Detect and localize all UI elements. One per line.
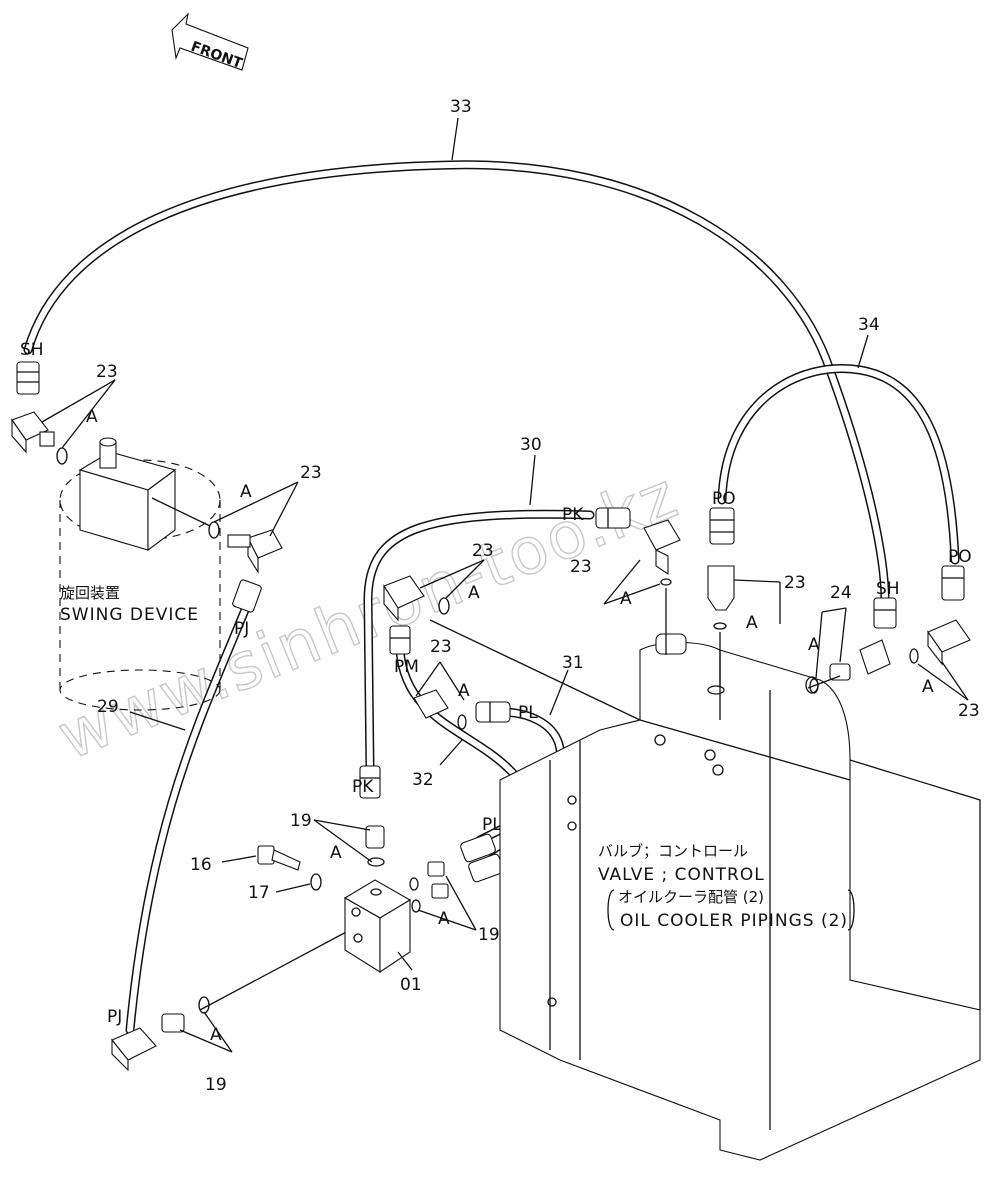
hose-29-label: 29 xyxy=(97,697,119,717)
hose-33-label: 33 xyxy=(450,97,472,117)
fitting-19-top: 19 A xyxy=(290,811,385,867)
port-sh-left: SH xyxy=(20,340,44,360)
part-23-label-a: 23 xyxy=(96,362,118,382)
swing-device-en: SWING DEVICE xyxy=(60,605,199,625)
detail-a-1: A xyxy=(86,407,98,427)
part-17-label: 17 xyxy=(248,883,270,903)
pj-fitting-top: PJ xyxy=(232,579,262,639)
control-valve-jp: バルブ；コントロール xyxy=(598,842,748,860)
detail-a-7: A xyxy=(746,613,758,633)
port-po-right: PO xyxy=(948,547,972,567)
part-24-label: 24 xyxy=(830,583,852,603)
elbow-fitting-23-a: 23 A xyxy=(11,362,118,465)
swing-device-jp: 旋回装置 xyxy=(60,584,120,602)
port-pk-bottom: PK xyxy=(352,777,374,797)
port-pl-lower: PL xyxy=(482,815,502,835)
part-23-label-g: 23 xyxy=(958,701,980,721)
detail-a-9: A xyxy=(458,681,470,701)
detail-a-3: A xyxy=(210,1025,222,1045)
part-23-label-f: 23 xyxy=(430,637,452,657)
connector-line xyxy=(807,675,841,689)
swing-device: 旋回装置 SWING DEVICE xyxy=(59,437,221,711)
hose-32-label: 32 xyxy=(412,770,434,790)
hose-31-label: 31 xyxy=(562,653,584,673)
port-pm-upper: PM xyxy=(394,657,419,677)
part-19-label-right: 19 xyxy=(478,925,500,945)
part-16-label: 16 xyxy=(190,855,212,875)
sh-fitting-right: SH xyxy=(859,579,900,675)
sh-fitting-left: SH xyxy=(16,340,44,395)
detail-a-11: A xyxy=(922,677,934,697)
part-19-label-top: 19 xyxy=(290,811,312,831)
junction-block-01: 01 xyxy=(343,879,422,995)
pk-fitting-top: PK 23 A xyxy=(562,505,681,655)
pl-fitting-upper: PL xyxy=(475,701,538,723)
detail-a-8: A xyxy=(468,583,480,603)
pm-fitting: PM 23 A xyxy=(389,625,470,730)
oil-cooler-jp: オイルクーラ配管 (2) xyxy=(618,888,764,906)
fitting-24: 24 A xyxy=(808,583,852,694)
elbow-fitting-23-b: 23 A xyxy=(151,463,322,574)
part-23-label-d: 23 xyxy=(784,573,806,593)
control-valve-en: VALVE ; CONTROL xyxy=(598,865,765,885)
part-19-label-bottom: 19 xyxy=(205,1075,227,1095)
fitting-19-right: A 19 xyxy=(409,861,500,945)
po-fitting-top: PO 23 A xyxy=(707,489,806,688)
pj-fitting-bottom: PJ xyxy=(107,1007,157,1072)
washer-17: 17 xyxy=(248,873,322,903)
part-23-label-c: 23 xyxy=(570,557,592,577)
port-sh-right: SH xyxy=(876,579,900,599)
hose-29: 29 xyxy=(97,605,250,1035)
detail-a-6: A xyxy=(620,589,632,609)
elbow-fitting-23-e: 23 A xyxy=(383,541,494,622)
hose-30: 30 xyxy=(363,435,595,775)
hose-33: 33 xyxy=(23,97,890,605)
part-23-label-e: 23 xyxy=(472,541,494,561)
hose-34-label: 34 xyxy=(858,315,880,335)
detail-a-4: A xyxy=(330,843,342,863)
pk-fitting-bottom: PK xyxy=(352,765,381,799)
detail-a-2: A xyxy=(240,482,252,502)
port-po-top: PO xyxy=(712,489,736,509)
bolt-16: 16 xyxy=(190,845,301,875)
port-pk-top: PK xyxy=(562,505,584,525)
front-arrow-icon: FRONT xyxy=(171,12,249,72)
hose-30-label: 30 xyxy=(520,435,542,455)
port-pj-top: PJ xyxy=(234,619,249,639)
fitting-19-bottom: A 19 xyxy=(161,929,351,1095)
port-pl-upper: PL xyxy=(518,703,538,723)
port-pj-bottom: PJ xyxy=(107,1007,122,1027)
po-fitting-right: PO 23 A xyxy=(909,547,980,721)
control-valve-label: バルブ；コントロール VALVE ; CONTROL オイルクーラ配管 (2) … xyxy=(598,842,855,931)
oil-cooler-en: OIL COOLER PIPINGS (2) xyxy=(620,911,848,931)
detail-a-5: A xyxy=(438,909,450,929)
detail-a-10: A xyxy=(808,635,820,655)
hose-34: 34 xyxy=(717,315,960,565)
part-23-label-b: 23 xyxy=(300,463,322,483)
part-01-label: 01 xyxy=(400,975,422,995)
